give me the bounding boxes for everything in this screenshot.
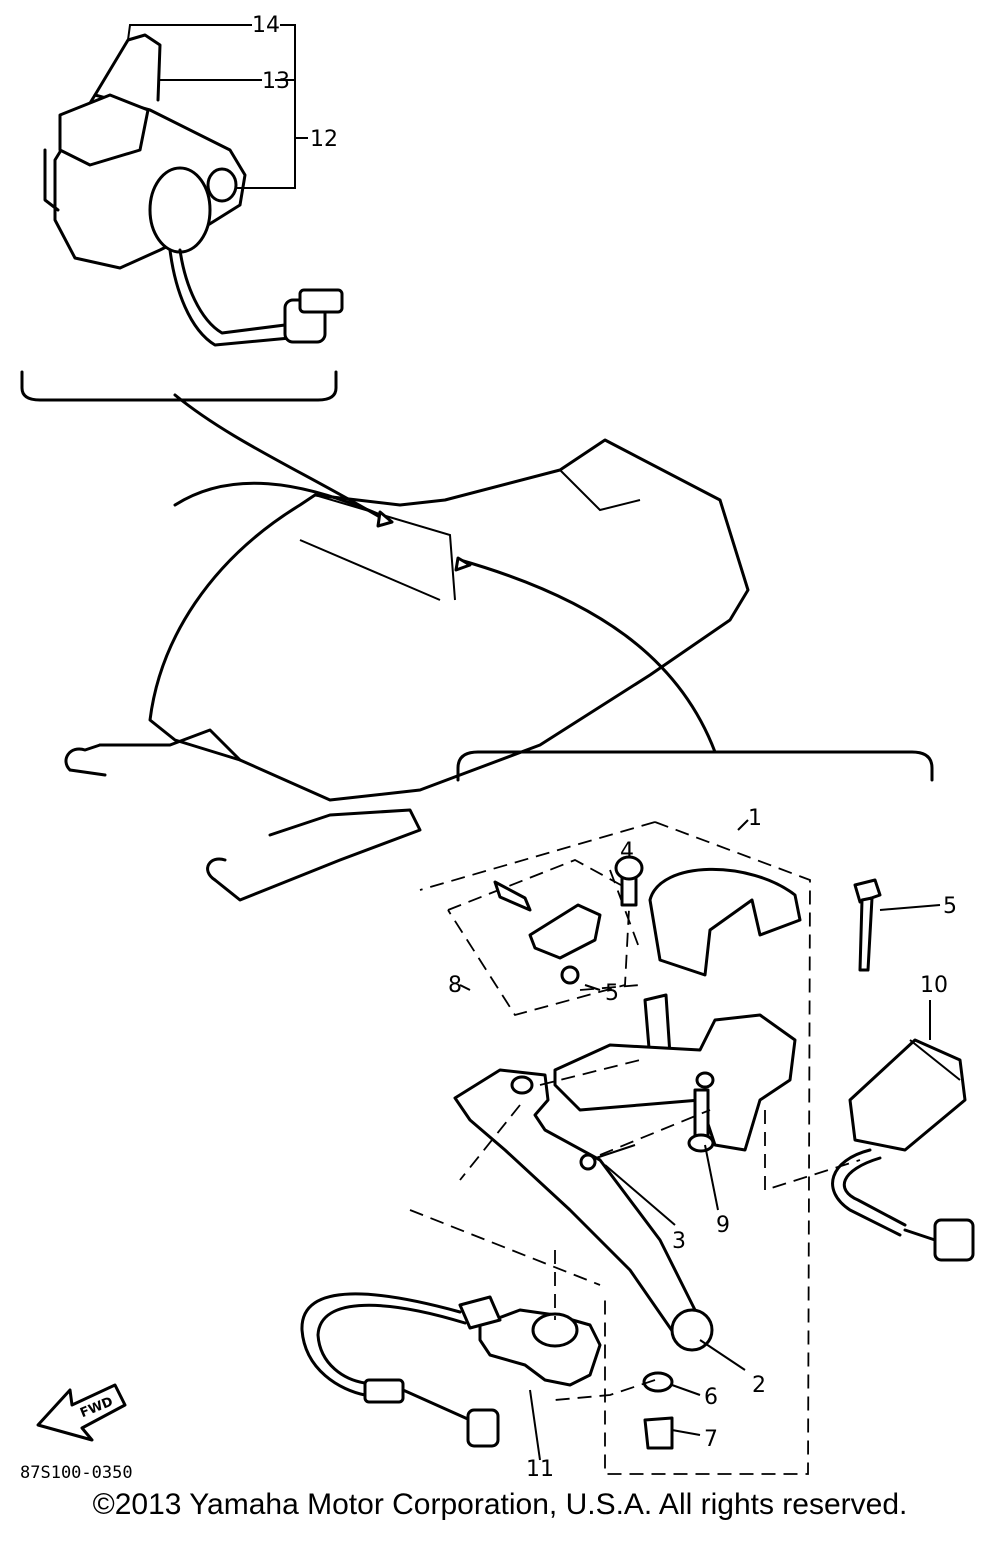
callout-10: 10 [920, 973, 948, 998]
callout-1: 1 [748, 806, 762, 831]
callout-14: 14 [252, 13, 280, 38]
callout-7: 7 [704, 1427, 718, 1452]
callout-11: 11 [526, 1457, 554, 1482]
callout-leaders-top [127, 24, 308, 189]
callout-2: 2 [752, 1373, 766, 1398]
callout-12: 12 [310, 127, 338, 152]
brake-lever-assembly [300, 819, 975, 1475]
snowmobile-body [64, 438, 750, 902]
callout-5: 5 [605, 981, 619, 1006]
callout-9: 9 [716, 1213, 730, 1238]
inset-bracket-bottom [456, 750, 934, 782]
callout-8: 8 [448, 973, 462, 998]
throttle-cable [173, 393, 387, 522]
inset-bracket-top [20, 370, 338, 402]
throttle-housing-assembly [43, 33, 344, 347]
callout-15: 5 [943, 894, 957, 919]
callout-6: 6 [704, 1385, 718, 1410]
copyright-notice: ©2013 Yamaha Motor Corporation, U.S.A. A… [92, 1488, 908, 1521]
callout-3: 3 [672, 1229, 686, 1254]
callout-labels: 14 13 12 1 4 5 10 8 5 3 9 2 6 7 11 [252, 13, 957, 1482]
callout-13: 13 [262, 69, 290, 94]
forward-arrow-icon: FWD [36, 1383, 127, 1442]
callout-4: 4 [620, 839, 634, 864]
brake-cable [458, 558, 717, 754]
reference-code: 87S100-0350 [20, 1463, 133, 1483]
